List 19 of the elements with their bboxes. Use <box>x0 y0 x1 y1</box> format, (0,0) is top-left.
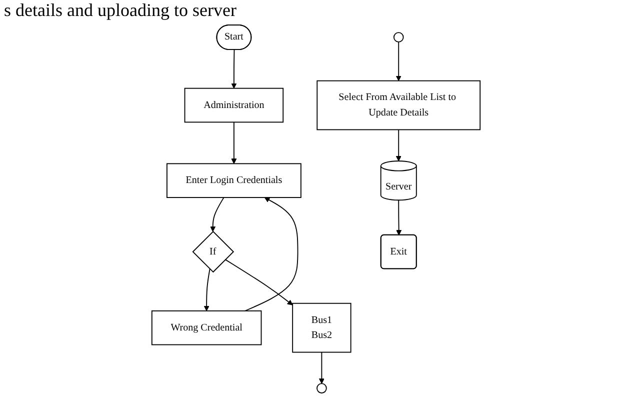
node-box: Administration <box>184 88 284 123</box>
arrow <box>318 352 324 384</box>
arrow <box>231 49 237 89</box>
note-text: s details and uploading to server <box>4 0 238 20</box>
node-circle <box>316 383 327 394</box>
arrow <box>231 122 237 164</box>
arrow <box>244 197 298 312</box>
node-box: Select From Available List to Update Details <box>316 80 481 130</box>
node-circle <box>393 32 404 42</box>
arrow <box>396 41 402 82</box>
node-box: Enter Login Credentials <box>166 163 302 198</box>
arrow <box>210 197 224 232</box>
arrow <box>224 259 293 306</box>
node-box: Bus1 Bus2 <box>292 302 352 353</box>
arrow <box>204 268 210 312</box>
arrow <box>396 129 402 162</box>
node-diamond: If <box>192 230 234 273</box>
arrow <box>396 200 402 236</box>
node-box: Wrong Credential <box>151 310 262 346</box>
